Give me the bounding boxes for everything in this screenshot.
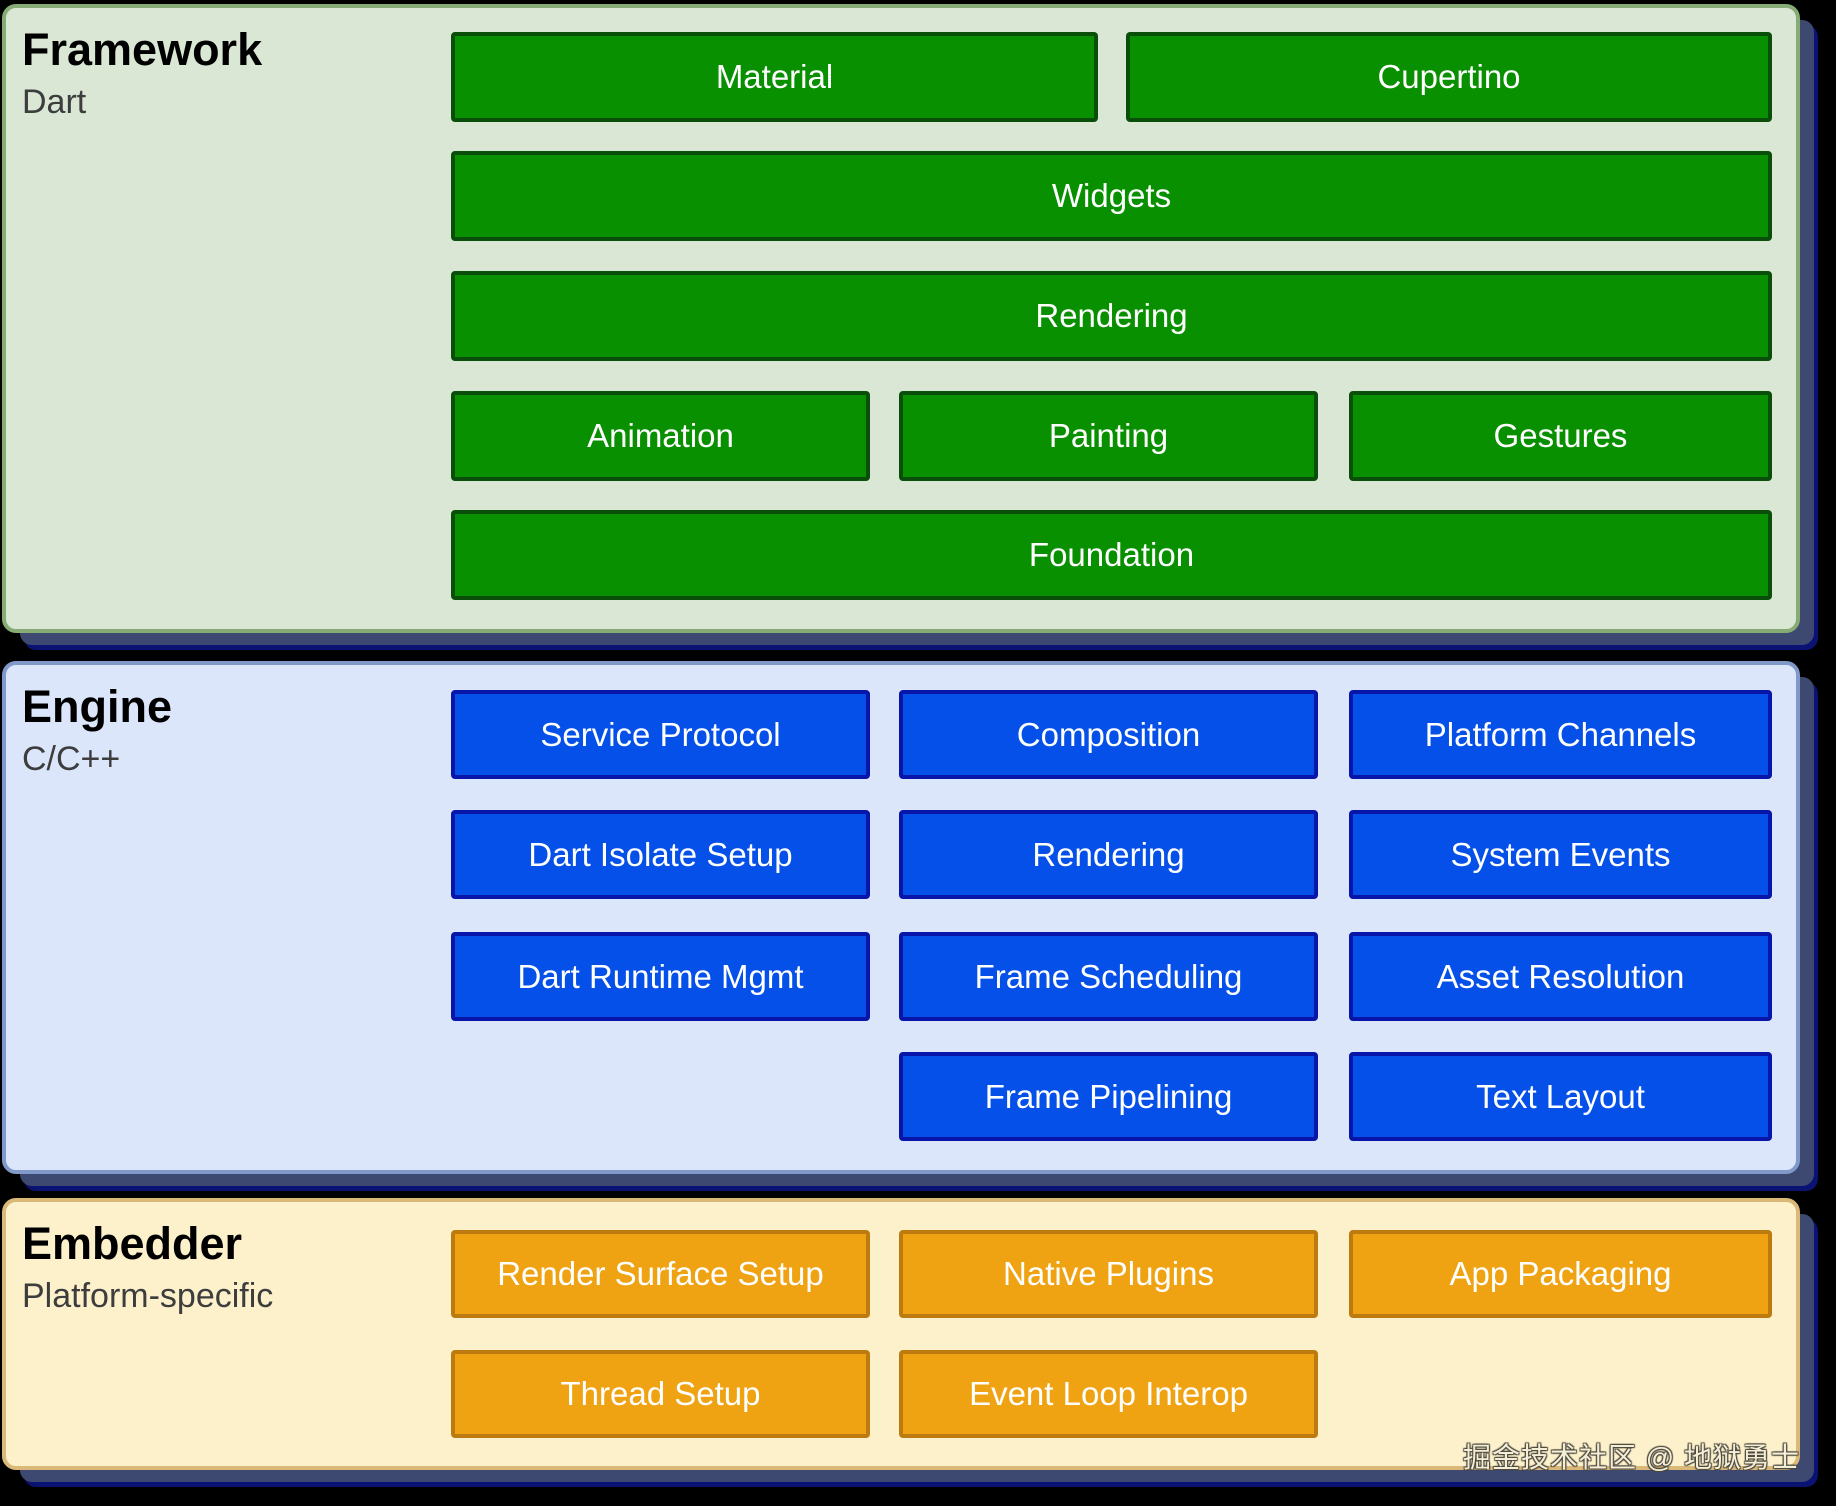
box-service-protocol: Service Protocol <box>451 690 870 779</box>
layer-engine: Engine C/C++ Service Protocol Compositio… <box>2 661 1800 1174</box>
engine-title: Engine <box>22 681 173 732</box>
box-animation: Animation <box>451 391 870 481</box>
box-foundation: Foundation <box>451 510 1772 600</box>
framework-label-group: Framework Dart <box>22 24 262 123</box>
box-platform-channels: Platform Channels <box>1349 690 1772 779</box>
box-cupertino: Cupertino <box>1126 32 1772 122</box>
box-system-events: System Events <box>1349 810 1772 899</box>
box-asset-resolution: Asset Resolution <box>1349 932 1772 1021</box>
embedder-subtitle: Platform-specific <box>22 1276 274 1315</box>
box-event-loop-interop: Event Loop Interop <box>899 1350 1318 1438</box>
box-material: Material <box>451 32 1098 122</box>
layer-embedder: Embedder Platform-specific Render Surfac… <box>2 1198 1800 1470</box>
box-engine-rendering: Rendering <box>899 810 1318 899</box>
box-frame-scheduling: Frame Scheduling <box>899 932 1318 1021</box>
framework-title: Framework <box>22 24 263 75</box>
box-painting: Painting <box>899 391 1318 481</box>
embedder-label-group: Embedder Platform-specific <box>22 1218 273 1317</box>
box-widgets: Widgets <box>451 151 1772 241</box>
engine-subtitle: C/C++ <box>22 739 121 778</box>
framework-subtitle: Dart <box>22 82 87 121</box>
box-composition: Composition <box>899 690 1318 779</box>
box-thread-setup: Thread Setup <box>451 1350 870 1438</box>
layer-framework: Framework Dart Material Cupertino Widget… <box>2 4 1800 633</box>
box-rendering: Rendering <box>451 271 1772 361</box>
box-native-plugins: Native Plugins <box>899 1230 1318 1318</box>
box-render-surface-setup: Render Surface Setup <box>451 1230 870 1318</box>
box-dart-runtime-mgmt: Dart Runtime Mgmt <box>451 932 870 1021</box>
box-app-packaging: App Packaging <box>1349 1230 1772 1318</box>
watermark: 掘金技术社区 @ 地狱勇士 <box>1463 1442 1800 1473</box>
box-text-layout: Text Layout <box>1349 1052 1772 1141</box>
box-gestures: Gestures <box>1349 391 1772 481</box>
box-frame-pipelining: Frame Pipelining <box>899 1052 1318 1141</box>
engine-label-group: Engine C/C++ <box>22 681 172 780</box>
embedder-title: Embedder <box>22 1218 243 1269</box>
box-dart-isolate-setup: Dart Isolate Setup <box>451 810 870 899</box>
